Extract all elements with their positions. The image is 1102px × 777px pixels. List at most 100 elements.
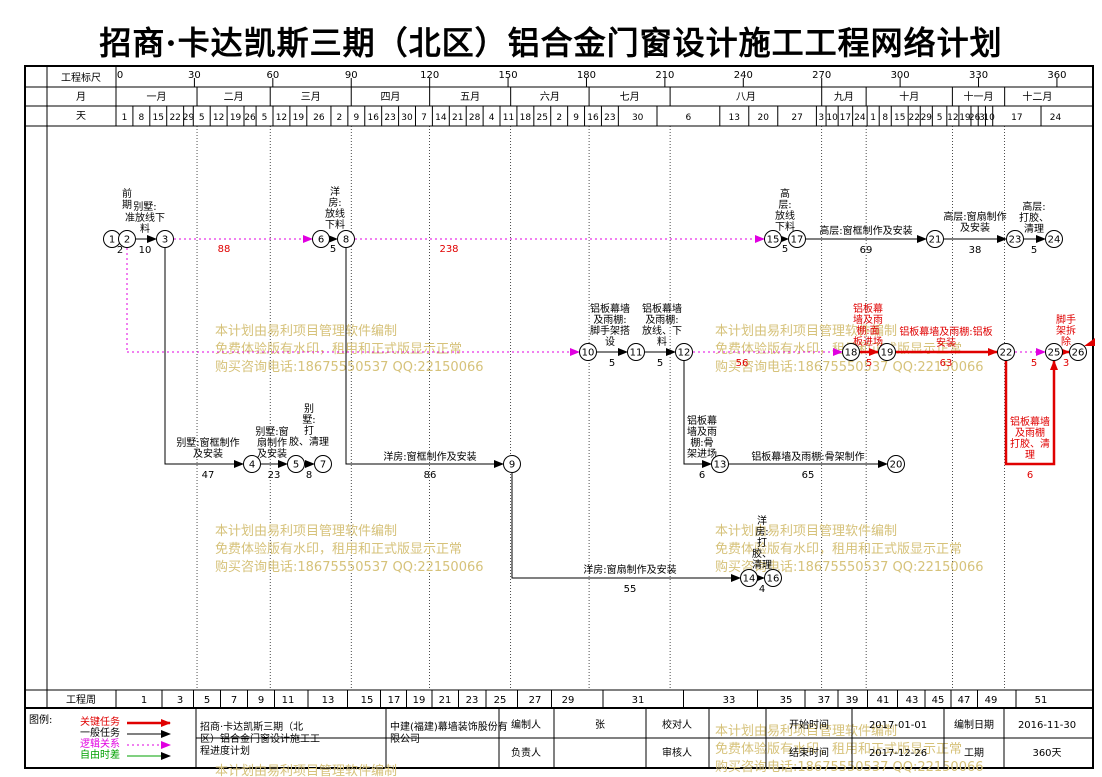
day-cell: 15: [153, 113, 164, 123]
task-label: 扇制作: [257, 436, 287, 449]
day-cell: 9: [353, 113, 359, 123]
week-cell: 23: [466, 695, 479, 706]
node-number: 22: [1000, 348, 1013, 359]
week-cell: 17: [388, 695, 401, 706]
task-label: 清理: [1024, 222, 1044, 235]
node-number: 1: [109, 235, 115, 246]
task-duration: 8: [306, 470, 312, 481]
week-cell: 7: [231, 695, 237, 706]
task-label: 放线: [325, 207, 345, 220]
footer-label: 编制日期: [954, 718, 994, 731]
day-cell: 5: [262, 113, 268, 123]
node-number: 5: [293, 460, 299, 471]
node-number: 7: [320, 460, 326, 471]
footer-label: 工期: [964, 747, 984, 759]
watermark-text: 本计划由易利项目管理软件编制: [715, 324, 897, 339]
node-circle: [997, 343, 1015, 361]
node-number: 17: [791, 235, 804, 246]
footer-project: 程进度计划: [200, 744, 250, 757]
task-label: 高层:窗框制作及安装: [819, 224, 912, 237]
node-circle: [1045, 230, 1063, 248]
ruler-tick-label: 30: [188, 70, 201, 81]
ruler-tick-label: 90: [345, 70, 358, 81]
task-arrow: [511, 473, 741, 582]
task-label: 房:: [328, 196, 341, 209]
node-number: 6: [318, 235, 324, 246]
month-cell: 九月: [834, 91, 854, 103]
day-cell: 11: [503, 113, 514, 123]
task-label: 高层:窗扇制作: [943, 210, 1006, 223]
week-cell: 3: [177, 695, 183, 706]
task-duration: 4: [759, 584, 765, 595]
ruler-tick-label: 360: [1047, 70, 1066, 81]
task-label: 别墅:: [133, 201, 156, 213]
task-label: 铝板幕墙: [590, 302, 630, 315]
week-cell: 11: [282, 695, 295, 706]
node-circle: [627, 343, 645, 361]
task-label: 清理: [752, 558, 772, 571]
week-cell: 15: [361, 695, 374, 706]
week-cell: 37: [818, 695, 831, 706]
node-number: 14: [743, 574, 756, 585]
watermark-text: 购买咨询电话:18675550537 QQ:22150066: [715, 559, 984, 575]
node-circle: [503, 455, 521, 473]
task-label: 铝板幕墙: [642, 302, 682, 315]
task-duration: 5: [330, 244, 336, 255]
legend-item: 逻辑关系: [80, 737, 120, 750]
task-duration: 2: [117, 245, 123, 256]
week-cell: 29: [562, 695, 575, 706]
ruler-tick-label: 210: [655, 70, 674, 81]
day-cell: 25: [537, 113, 548, 123]
task-label: 料: [140, 222, 150, 235]
footer-company: 中建(福建)幕墙装饰股份有: [390, 720, 508, 733]
task-label: 架进场: [687, 447, 717, 460]
week-cell: 43: [906, 695, 919, 706]
float-value: 56: [736, 358, 749, 369]
day-cell: 13: [729, 113, 740, 123]
task-label: 洋房:窗扇制作及安装: [583, 563, 676, 576]
day-cell: 2: [556, 113, 562, 123]
task-label: 墙及雨: [853, 313, 883, 326]
day-cell: 1: [870, 113, 876, 123]
task-label: 打: [757, 536, 767, 549]
node-number: 24: [1048, 235, 1061, 246]
day-cell: 30: [401, 113, 413, 123]
task-duration: 5: [782, 244, 788, 255]
task-label: 打胶、清: [1010, 437, 1050, 450]
ruler-tick-label: 330: [969, 70, 988, 81]
week-cell: 51: [1035, 695, 1048, 706]
task-label: 安装: [936, 336, 956, 349]
month-cell: 四月: [380, 91, 400, 103]
day-cell: 26: [969, 113, 981, 123]
ruler-tick-label: 0: [117, 70, 123, 81]
ruler-tick-label: 300: [891, 70, 910, 81]
task-duration: 63: [940, 358, 953, 369]
task-label: 别墅:窗框制作: [176, 436, 239, 449]
node-number: 4: [249, 460, 255, 471]
day-cell: 5: [199, 113, 205, 123]
week-cell: 19: [413, 695, 426, 706]
footer-value: 360天: [1032, 748, 1061, 759]
day-cell: 16: [587, 113, 599, 123]
task-label: 洋房:窗框制作及安装: [383, 450, 476, 463]
task-label: 设: [605, 336, 615, 348]
day-cell: 15: [894, 113, 905, 123]
day-cell: 12: [276, 113, 287, 123]
task-label: 胶、清理: [289, 435, 329, 448]
footer-value: 张: [595, 719, 605, 731]
day-cell: 22: [908, 113, 919, 123]
task-duration: 5: [657, 358, 663, 369]
task-arrow: [683, 361, 712, 468]
day-cell: 10: [983, 113, 995, 123]
footer-label: 审核人: [662, 746, 692, 759]
task-duration: 86: [424, 470, 437, 481]
day-cell: 3: [979, 113, 985, 123]
day-cell: 20: [758, 113, 770, 123]
node-circle: [243, 455, 261, 473]
day-cell: 14: [435, 113, 447, 123]
week-cell: 31: [632, 695, 645, 706]
task-label: 棚:面: [856, 324, 879, 337]
task-label: 铝板幕墙及雨棚:铝板: [899, 325, 992, 338]
day-cell: 22: [169, 113, 180, 123]
watermark-text: 本计划由易利项目管理软件编制: [215, 524, 397, 539]
